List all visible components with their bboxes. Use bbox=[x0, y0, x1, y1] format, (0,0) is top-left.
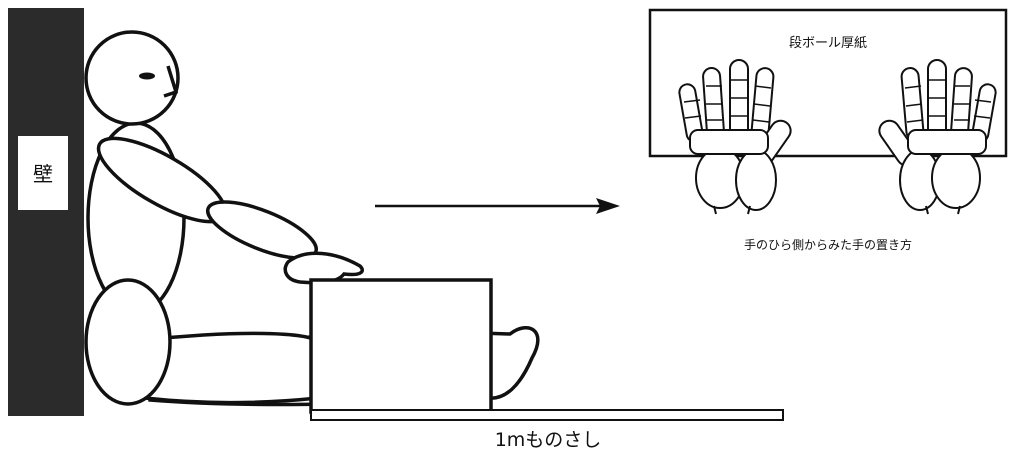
left-hand-palm-b bbox=[735, 149, 777, 211]
right-hand-knuckles bbox=[907, 129, 987, 155]
right-hand-wrist bbox=[925, 205, 961, 215]
arrow bbox=[375, 198, 620, 214]
ruler bbox=[310, 409, 784, 421]
cardboard-panel: 段ボール厚紙 bbox=[648, 8, 1008, 215]
right-hand bbox=[878, 59, 997, 215]
head bbox=[84, 30, 180, 126]
wall-label-box bbox=[18, 136, 68, 210]
eye bbox=[139, 72, 155, 80]
cardboard-label: 段ボール厚紙 bbox=[789, 36, 867, 51]
wall-label: 壁 bbox=[33, 162, 53, 186]
left-hand-joints bbox=[683, 79, 772, 123]
wall-panel bbox=[8, 8, 84, 416]
right-hand-palm-b bbox=[931, 147, 981, 209]
hip bbox=[84, 278, 172, 406]
wall: 壁 bbox=[8, 8, 84, 416]
cardboard-sheet bbox=[648, 8, 1008, 158]
ruler-label: 1mものさし bbox=[495, 429, 602, 451]
nose bbox=[163, 65, 179, 98]
hand bbox=[283, 251, 364, 285]
arrow-head bbox=[596, 198, 620, 214]
left-hand-finger-3 bbox=[729, 59, 749, 139]
right-hand-joints bbox=[904, 79, 992, 123]
left-hand bbox=[678, 59, 792, 215]
left-hand-wrist bbox=[713, 205, 751, 215]
hand-caption: 手のひら側からみた手の置き方 bbox=[744, 237, 912, 252]
box bbox=[309, 278, 493, 414]
right-hand-finger-2 bbox=[927, 59, 947, 139]
left-hand-knuckles bbox=[689, 129, 769, 155]
